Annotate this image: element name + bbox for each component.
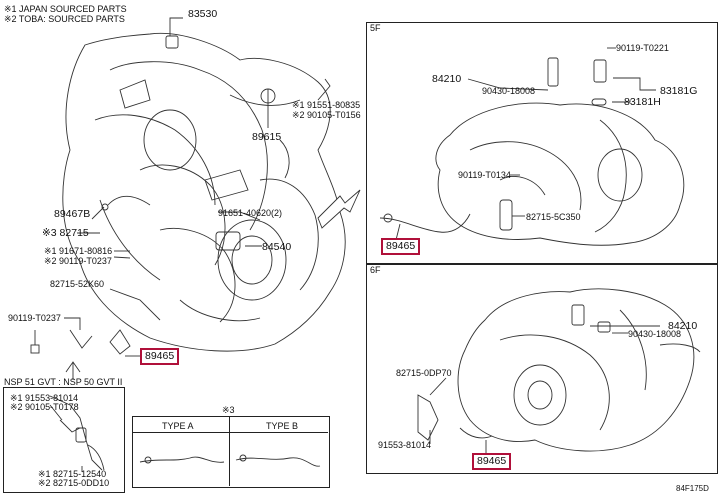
part-83181g[interactable]: 83181G	[660, 85, 698, 97]
part-89465-6f[interactable]: 89465	[472, 453, 512, 470]
part-90119-t0134[interactable]: 90119-T0134	[458, 170, 511, 180]
nsp-panel-title: NSP 51 GVT : NSP 50 GVT II	[4, 377, 123, 387]
diagram-code: 84F175D	[676, 484, 709, 493]
view-direction-arrow	[317, 189, 361, 229]
part-82715-52k60[interactable]: 82715-52K60	[50, 279, 105, 289]
part-82715-5c350[interactable]: 82715-5C350	[526, 212, 581, 222]
note-toba-sourced: ※2 TOBA: SOURCED PARTS	[4, 14, 125, 24]
part-90119-t0237-a[interactable]: ※2 90119-T0237	[44, 256, 112, 266]
part-83530[interactable]: 83530	[188, 8, 218, 20]
part-90119-t0237-b[interactable]: 90119-T0237	[8, 313, 61, 323]
part-91553-81014-6f[interactable]: 91553-81014	[378, 440, 432, 450]
part-89615[interactable]: 89615	[252, 131, 282, 143]
panel-6f-tag: 6F	[370, 265, 381, 275]
part-89465-5f[interactable]: 89465	[381, 238, 421, 255]
panel-types	[132, 416, 330, 488]
part-89465-main[interactable]: 89465	[140, 348, 180, 365]
types-divider	[229, 416, 230, 486]
nsp-part-91553-81014[interactable]: ※1 91553-81014	[10, 393, 79, 403]
part-82715-0dp70[interactable]: 82715-0DP70	[396, 368, 452, 378]
part-84210-6f[interactable]: 84210	[668, 320, 698, 332]
panel-nsp	[3, 387, 125, 493]
part-90105-t0156[interactable]: ※2 90105-T0156	[292, 110, 361, 120]
panel-5f-tag: 5F	[370, 23, 381, 33]
part-91551-80835[interactable]: ※1 91551-80835	[292, 100, 361, 110]
nsp-part-82715-0dd10[interactable]: ※2 82715-0DD10	[38, 478, 110, 488]
part-89467b[interactable]: 89467B	[54, 208, 91, 220]
types-header-rule	[132, 432, 328, 433]
nsp-part-82715-12540[interactable]: ※1 82715-12540	[38, 469, 107, 479]
note-japan-sourced: ※1 JAPAN SOURCED PARTS	[4, 4, 127, 14]
part-83181h[interactable]: 83181H	[624, 96, 661, 108]
part-90119-t0221[interactable]: 90119-T0221	[616, 43, 669, 53]
part-84540[interactable]: 84540	[262, 241, 292, 253]
transmission-housing-outline	[62, 32, 346, 352]
type-b-label: TYPE B	[266, 421, 299, 431]
part-91651-40620[interactable]: 91651-40620(2)	[218, 208, 283, 218]
types-panel-title: ※3	[222, 405, 235, 415]
part-91671-80816[interactable]: ※1 91671-80816	[44, 246, 113, 256]
type-a-label: TYPE A	[162, 421, 194, 431]
part-82715[interactable]: ※3 82715	[42, 227, 89, 239]
part-90430-18008-6f[interactable]: 90430-18008	[628, 329, 682, 339]
part-90430-18008-5f[interactable]: 90430-18008	[482, 86, 536, 96]
panel-6f	[366, 264, 718, 474]
nsp-part-90105-t0178[interactable]: ※2 90105-T0178	[10, 402, 79, 412]
panel-5f	[366, 22, 718, 264]
part-84210-5f[interactable]: 84210	[432, 73, 462, 85]
